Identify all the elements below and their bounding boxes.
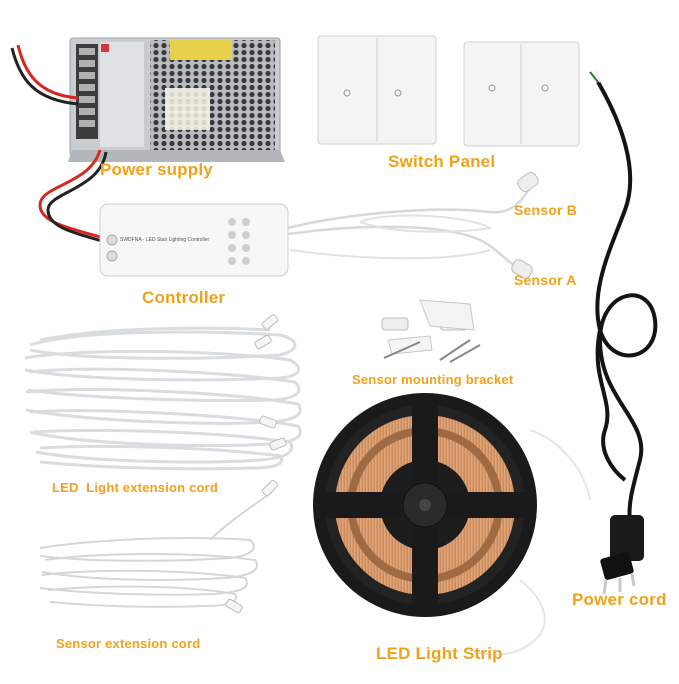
label-controller: Controller	[142, 288, 226, 307]
led-light-strip-reel	[313, 393, 537, 617]
power-cord	[595, 80, 658, 521]
sensor-a-head	[511, 259, 533, 279]
controller-brand-text: SWDFNA - LED Stair Lighting Controller	[120, 237, 210, 243]
label-sensor-mounting-bracket: Sensor mounting bracket	[352, 372, 514, 387]
label-sensor-b: Sensor B	[514, 202, 578, 218]
controller-box: SWDFNA - LED Stair Lighting Controller	[99, 203, 289, 277]
led-extension-cords	[24, 326, 302, 471]
label-power-cord: Power cord	[572, 590, 667, 609]
switch-panel	[317, 35, 580, 147]
power-supply-unit	[68, 37, 285, 162]
label-switch-panel: Switch Panel	[388, 152, 496, 171]
label-led-light-extension-cord: LED Light extension cord	[52, 480, 219, 495]
label-power-supply: Power supply	[100, 160, 213, 179]
label-sensor-a: Sensor A	[514, 272, 577, 288]
sensor-b-head	[517, 171, 539, 193]
sensor-extension-cord	[39, 491, 273, 608]
label-led-light-strip: LED Light Strip	[376, 644, 503, 663]
sensor-mounting-bracket	[381, 299, 481, 363]
label-sensor-extension-cord: Sensor extension cord	[56, 636, 201, 651]
power-plug	[600, 515, 644, 595]
